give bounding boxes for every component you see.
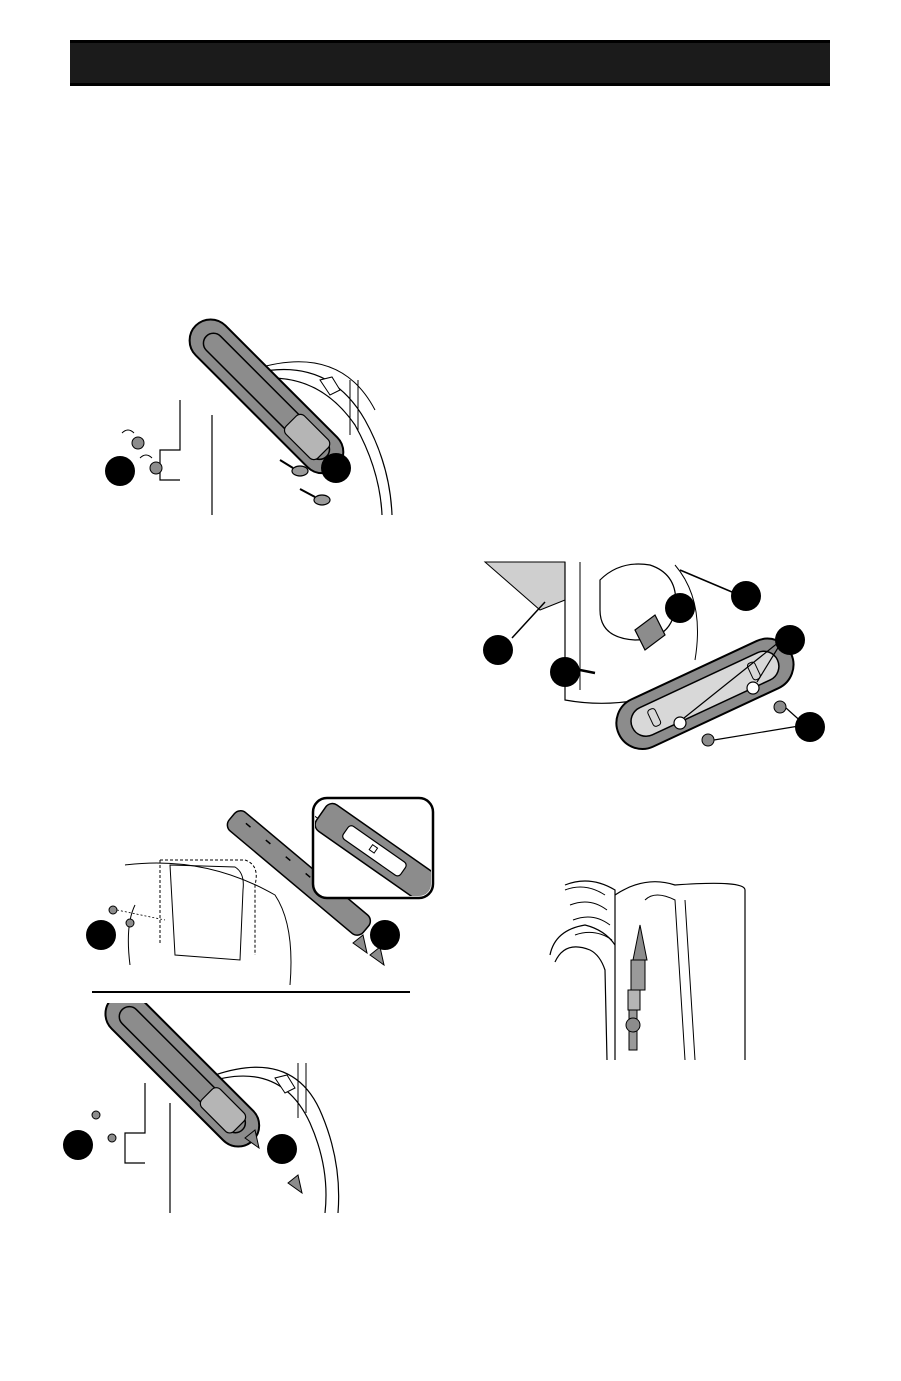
header-bar <box>70 40 830 86</box>
skid-shoe-bolt-illustration <box>100 305 400 515</box>
scraper-bar-inset-illustration <box>85 795 435 990</box>
shear-pin-auger-illustration <box>545 870 770 1060</box>
skid-shoe-knob-illustration <box>60 1003 390 1213</box>
skid-shoe-exploded-illustration <box>470 560 830 760</box>
figure-divider <box>92 991 410 993</box>
